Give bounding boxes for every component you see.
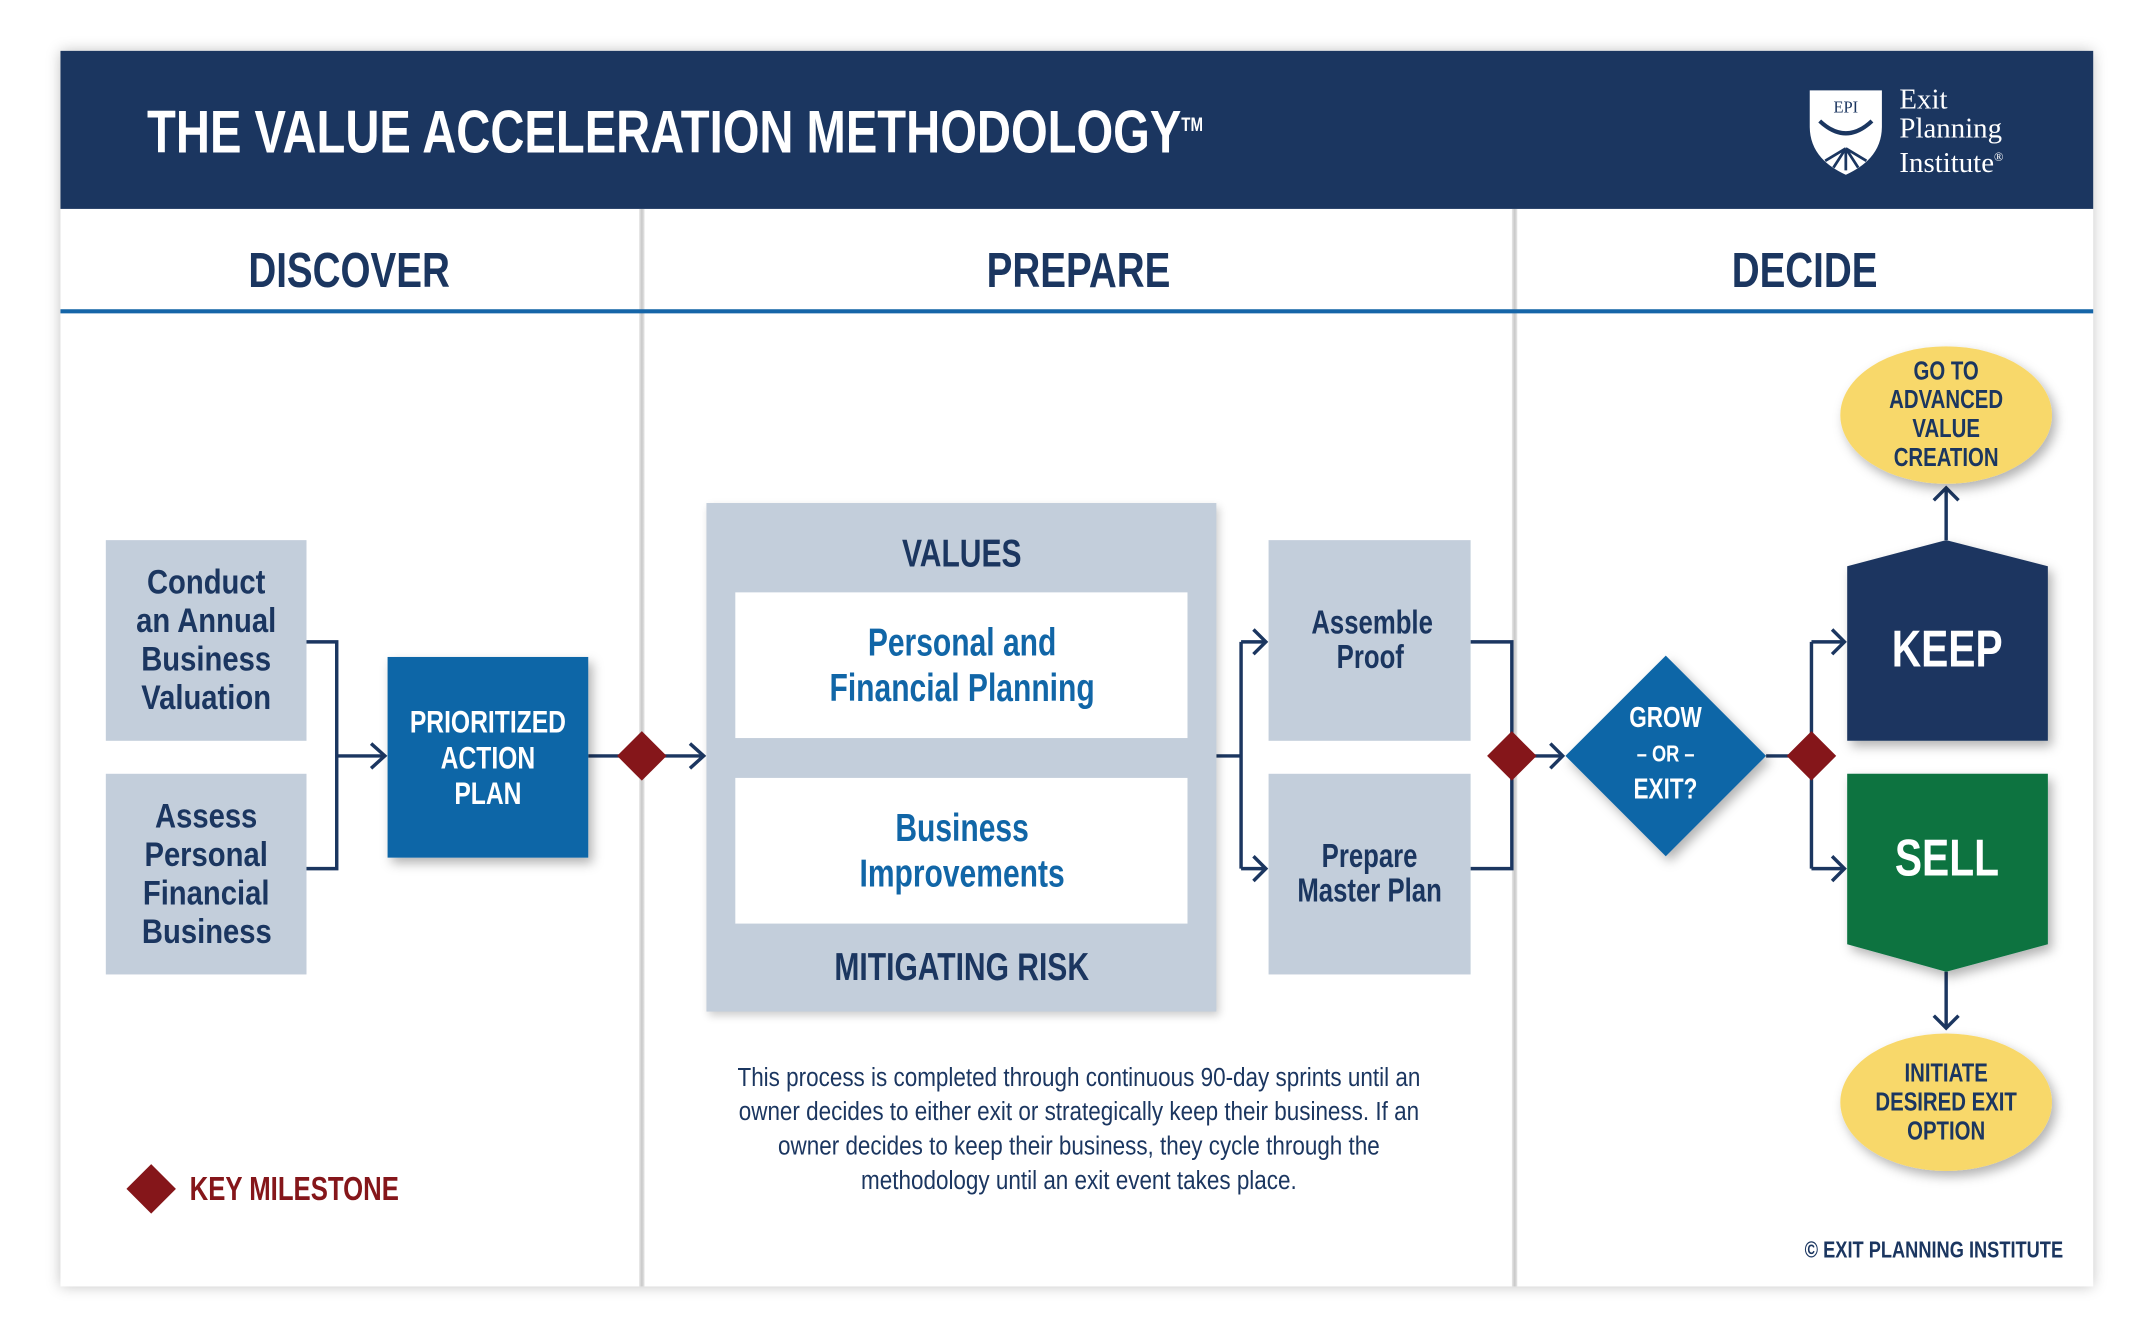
svg-text:EPI: EPI: [1833, 98, 1858, 117]
process-description: This process is completed through contin…: [737, 1063, 1421, 1196]
advanced-value-ellipse: [1840, 346, 2052, 484]
grow-or-exit-label: GROW – OR – EXIT?: [1629, 702, 1703, 806]
business-improvements: Business Improvements: [735, 777, 1188, 924]
advanced-value-label: GO TO ADVANCED VALUE CREATION: [1889, 357, 2004, 473]
initiate-exit-label: INITIATE DESIRED EXIT OPTION: [1875, 1058, 2017, 1146]
page-title: THE VALUE ACCELERATION METHODOLOGYTM: [147, 98, 1203, 167]
milestone-diamond: [1487, 731, 1537, 781]
column-header-discover: DISCOVER: [248, 241, 451, 299]
personal-financial-planning: Personal and Financial Planning: [735, 592, 1188, 739]
column-header-prepare: PREPARE: [986, 241, 1171, 299]
keep-label: KEEP: [1892, 620, 2003, 679]
values-container: [706, 503, 1217, 1012]
header-underline: [60, 309, 2094, 314]
action-plan-box: [387, 656, 589, 858]
column-header-decide: DECIDE: [1732, 241, 1879, 299]
header-bar: [60, 50, 2094, 209]
sell-shape: [1847, 773, 2048, 972]
prepare-master-plan: Prepare Master Plan: [1268, 773, 1471, 975]
copyright: © EXIT PLANNING INSTITUTE: [1804, 1236, 2064, 1264]
grow-or-exit-diamond: [1565, 655, 1767, 857]
key-milestone-icon: [126, 1164, 176, 1214]
shield-icon: EPI: [1807, 88, 1884, 178]
milestone-diamond: [617, 731, 667, 781]
action-plan-label: PRIORITIZED ACTION PLAN: [409, 703, 566, 811]
step-assess-personal: Assess Personal Financial Business: [105, 773, 307, 975]
mitigating-risk-label: MITIGATING RISK: [834, 945, 1089, 989]
values-label: VALUES: [901, 531, 1022, 575]
milestone-diamond: [1786, 731, 1837, 781]
key-milestone-label: KEY MILESTONE: [189, 1170, 399, 1209]
sell-label: SELL: [1895, 829, 2000, 888]
assemble-proof: Assemble Proof: [1268, 540, 1471, 741]
step-annual-valuation: Conduct an Annual Business Valuation: [105, 540, 307, 741]
initiate-exit-ellipse: [1840, 1033, 2052, 1171]
keep-shape: [1847, 540, 2048, 741]
